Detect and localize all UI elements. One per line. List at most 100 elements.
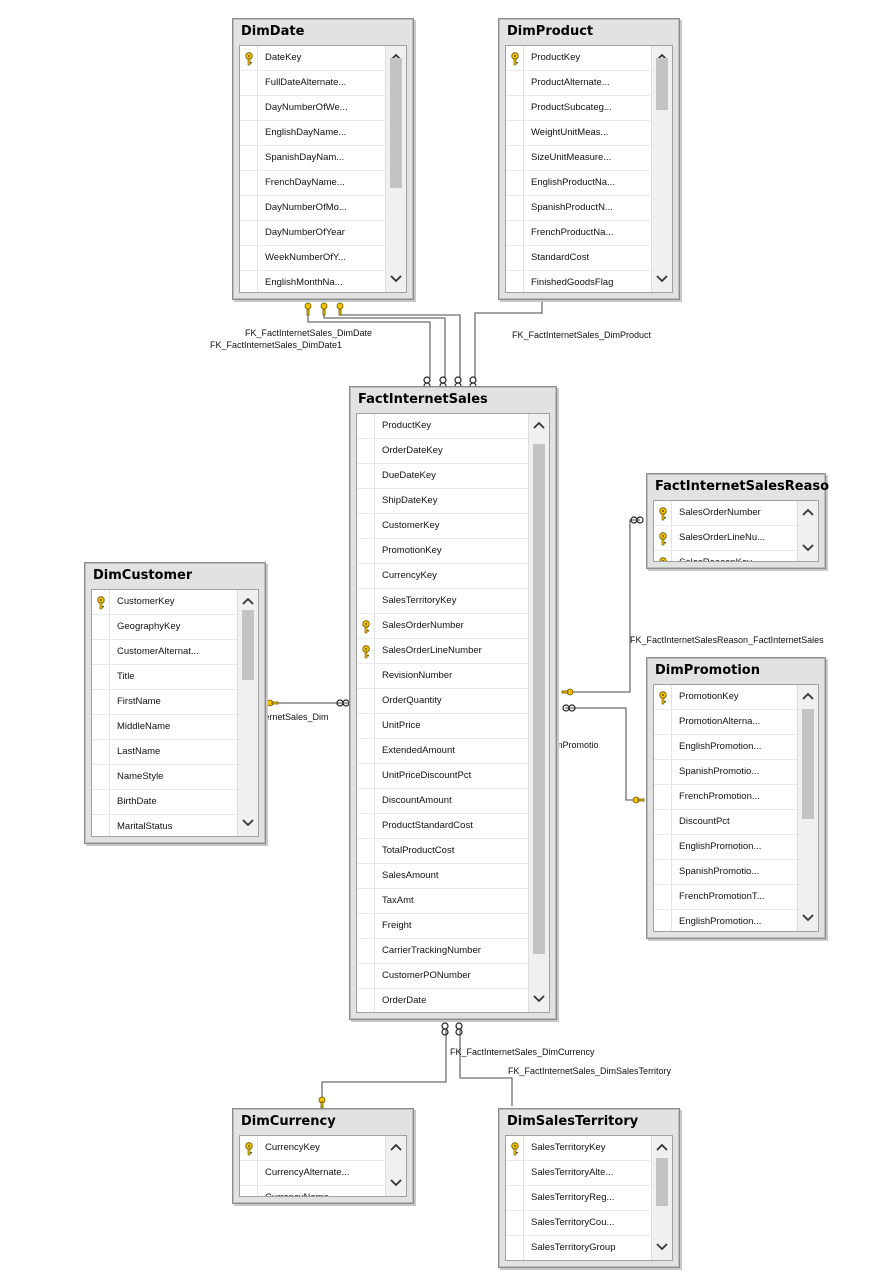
column-row[interactable]: SalesTerritoryCou... (506, 1211, 654, 1236)
column-row[interactable]: DueDateKey (357, 464, 531, 489)
row-selector[interactable] (240, 1161, 258, 1185)
row-selector[interactable] (240, 71, 258, 95)
row-selector[interactable] (357, 764, 375, 788)
column-row[interactable]: SpanishPromotio... (654, 860, 800, 885)
column-row[interactable]: NameStyle (92, 765, 240, 790)
vertical-scrollbar[interactable] (237, 590, 258, 836)
column-row[interactable]: CurrencyKey (357, 564, 531, 589)
row-selector[interactable] (357, 489, 375, 513)
row-selector[interactable] (357, 889, 375, 913)
row-selector[interactable] (92, 790, 110, 814)
chevron-up-icon[interactable] (652, 1138, 672, 1158)
row-selector[interactable] (240, 96, 258, 120)
row-selector[interactable] (92, 715, 110, 739)
row-selector[interactable] (92, 590, 110, 614)
column-row[interactable]: CustomerKey (92, 590, 240, 615)
row-selector[interactable] (357, 464, 375, 488)
column-row[interactable]: SalesTerritoryKey (506, 1136, 654, 1161)
row-selector[interactable] (92, 815, 110, 836)
scroll-thumb[interactable] (802, 709, 814, 819)
column-row[interactable]: WeightUnitMeas... (506, 121, 654, 146)
row-selector[interactable] (357, 789, 375, 813)
column-row[interactable]: Freight (357, 914, 531, 939)
row-selector[interactable] (506, 96, 524, 120)
row-selector[interactable] (357, 539, 375, 563)
row-selector[interactable] (357, 614, 375, 638)
row-selector[interactable] (506, 46, 524, 70)
row-selector[interactable] (240, 171, 258, 195)
row-selector[interactable] (506, 1211, 524, 1235)
column-row[interactable]: MiddleName (92, 715, 240, 740)
chevron-down-icon[interactable] (798, 909, 818, 929)
column-row[interactable]: SalesOrderLineNu... (654, 526, 800, 551)
row-selector[interactable] (654, 501, 672, 525)
chevron-up-icon[interactable] (798, 687, 818, 707)
column-row[interactable]: DateKey (240, 46, 388, 71)
vertical-scrollbar[interactable] (385, 1136, 406, 1196)
chevron-down-icon[interactable] (386, 270, 406, 290)
column-row[interactable]: CustomerAlternat... (92, 640, 240, 665)
row-selector[interactable] (654, 735, 672, 759)
row-selector[interactable] (357, 914, 375, 938)
row-selector[interactable] (357, 514, 375, 538)
column-row[interactable]: SalesTerritoryKey (357, 589, 531, 614)
column-row[interactable]: SalesOrderLineNumber (357, 639, 531, 664)
column-row[interactable]: SalesTerritoryAlte... (506, 1161, 654, 1186)
column-row[interactable]: StandardCost (506, 246, 654, 271)
column-row[interactable]: SizeUnitMeasure... (506, 146, 654, 171)
column-row[interactable]: FirstName (92, 690, 240, 715)
column-row[interactable]: SalesOrderNumber (654, 501, 800, 526)
row-selector[interactable] (92, 665, 110, 689)
column-row[interactable]: MaritalStatus (92, 815, 240, 836)
column-row[interactable]: CurrencyName (240, 1186, 388, 1196)
column-row[interactable]: DiscountAmount (357, 789, 531, 814)
column-row[interactable]: CurrencyKey (240, 1136, 388, 1161)
row-selector[interactable] (357, 964, 375, 988)
chevron-down-icon[interactable] (798, 539, 818, 559)
row-selector[interactable] (654, 551, 672, 561)
column-row[interactable]: FrenchPromotion... (654, 785, 800, 810)
row-selector[interactable] (357, 689, 375, 713)
row-selector[interactable] (506, 271, 524, 292)
column-row[interactable]: PromotionAlterna... (654, 710, 800, 735)
column-row[interactable]: GeographyKey (92, 615, 240, 640)
row-selector[interactable] (506, 246, 524, 270)
row-selector[interactable] (240, 271, 258, 292)
column-row[interactable]: DayNumberOfMo... (240, 196, 388, 221)
row-selector[interactable] (357, 939, 375, 963)
scroll-thumb[interactable] (390, 58, 402, 188)
column-row[interactable]: PromotionKey (357, 539, 531, 564)
row-selector[interactable] (654, 860, 672, 884)
vertical-scrollbar[interactable] (651, 1136, 672, 1260)
column-row[interactable]: EnglishPromotion... (654, 735, 800, 760)
column-row[interactable]: SalesTerritoryReg... (506, 1186, 654, 1211)
column-row[interactable]: EnglishDayName... (240, 121, 388, 146)
column-row[interactable]: FrenchPromotionT... (654, 885, 800, 910)
row-selector[interactable] (357, 839, 375, 863)
row-selector[interactable] (92, 740, 110, 764)
column-row[interactable]: WeekNumberOfY... (240, 246, 388, 271)
chevron-down-icon[interactable] (238, 814, 258, 834)
column-row[interactable]: OrderDate (357, 989, 531, 1012)
column-row[interactable]: EnglishProductNa... (506, 171, 654, 196)
row-selector[interactable] (357, 439, 375, 463)
column-row[interactable]: OrderQuantity (357, 689, 531, 714)
chevron-up-icon[interactable] (529, 416, 549, 436)
row-selector[interactable] (357, 714, 375, 738)
column-row[interactable]: ProductStandardCost (357, 814, 531, 839)
column-row[interactable]: EnglishPromotion... (654, 910, 800, 931)
row-selector[interactable] (506, 1186, 524, 1210)
row-selector[interactable] (357, 864, 375, 888)
column-row[interactable]: EnglishPromotion... (654, 835, 800, 860)
row-selector[interactable] (654, 526, 672, 550)
chevron-up-icon[interactable] (386, 1138, 406, 1158)
row-selector[interactable] (654, 810, 672, 834)
column-row[interactable]: SalesAmount (357, 864, 531, 889)
column-row[interactable]: ProductKey (506, 46, 654, 71)
row-selector[interactable] (506, 1161, 524, 1185)
column-row[interactable]: DayNumberOfWe... (240, 96, 388, 121)
column-row[interactable]: SpanishDayNam... (240, 146, 388, 171)
